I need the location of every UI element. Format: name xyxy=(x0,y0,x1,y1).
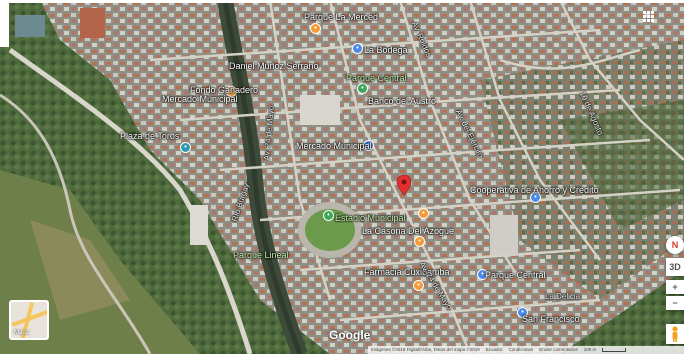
google-logo: Google xyxy=(329,328,371,342)
poi-food-icon[interactable]: • xyxy=(418,208,429,219)
white-corner-artifact xyxy=(0,0,9,47)
poi-food-icon[interactable]: • xyxy=(226,86,237,97)
map-label[interactable]: La Bodega xyxy=(364,45,408,55)
map-label[interactable]: Mercado Municipal xyxy=(162,94,238,104)
scale-bar xyxy=(602,348,627,352)
urban-area-east xyxy=(480,40,684,300)
map-label[interactable]: Parque Lineal xyxy=(233,250,289,260)
terms-link[interactable]: Condiciones xyxy=(508,347,534,352)
attribution-bar: Imágenes ©2019 DigitalGlobe, Datos del m… xyxy=(368,346,684,354)
map-label[interactable]: Estadio Municipal xyxy=(335,213,406,223)
map-label[interactable]: Fondo Ganadero xyxy=(190,85,259,95)
compass-button[interactable]: N xyxy=(666,236,684,254)
secondary-road xyxy=(0,93,152,354)
street-view-button[interactable] xyxy=(666,324,684,344)
poi-shop-icon[interactable]: • xyxy=(517,307,528,318)
building-block xyxy=(300,95,340,125)
scale-label: 100 m xyxy=(583,347,597,352)
map-label[interactable]: Plaza de Toros xyxy=(120,131,180,141)
map-label[interactable]: Farmacia Cuxibamba xyxy=(364,267,450,277)
imagery-credit: Imágenes ©2019 DigitalGlobe, Datos del m… xyxy=(371,347,480,352)
poi-food-icon[interactable]: • xyxy=(310,23,321,34)
feedback-link[interactable]: Enviar comentarios xyxy=(539,347,578,352)
poi-park-icon[interactable]: • xyxy=(357,83,368,94)
poi-shop-icon[interactable]: • xyxy=(352,43,363,54)
apps-grid-icon[interactable] xyxy=(641,9,655,23)
region-link[interactable]: Ecuador xyxy=(485,347,503,352)
compass-icon: N xyxy=(671,240,679,250)
map-layer-button[interactable]: Mapa xyxy=(9,300,49,340)
map-label[interactable]: Mercado Municipal xyxy=(296,141,372,151)
building-roof-red xyxy=(80,8,105,38)
building-roof-teal xyxy=(15,15,45,37)
poi-shop-icon[interactable]: • xyxy=(363,140,374,151)
map-label[interactable]: Parque Central xyxy=(346,73,407,83)
plus-icon: + xyxy=(672,282,678,292)
stadium-field xyxy=(305,209,355,251)
map-label[interactable]: La Casona Del Azogue xyxy=(362,226,455,236)
fields-west-2 xyxy=(30,220,130,320)
zoom-in-button[interactable]: + xyxy=(666,280,684,294)
map-label[interactable]: Daniel Muñoz Serrano xyxy=(229,61,319,71)
highway-road xyxy=(8,47,253,354)
poi-food-icon[interactable]: • xyxy=(414,236,425,247)
poi-bank-icon[interactable]: • xyxy=(180,142,191,153)
layer-label: Mapa xyxy=(14,330,30,336)
poi-food-icon[interactable]: • xyxy=(413,280,424,291)
pegman-icon xyxy=(672,326,678,342)
building-block-2 xyxy=(190,205,208,245)
poi-shop-icon[interactable]: • xyxy=(477,269,488,280)
tilt-3d-button[interactable]: 3D xyxy=(666,258,684,276)
church-building xyxy=(490,215,518,255)
top-border xyxy=(0,0,684,3)
poi-stadium-icon[interactable]: • xyxy=(323,210,334,221)
zoom-out-button[interactable]: − xyxy=(666,296,684,310)
map-label[interactable]: Banco del Austro xyxy=(368,96,437,106)
minus-icon: − xyxy=(672,298,678,308)
map-label[interactable]: San Francisco xyxy=(522,314,580,324)
map-label[interactable]: Cooperativa de Ahorro y Crédito xyxy=(470,185,599,195)
street-label: La Delicia xyxy=(545,292,581,301)
location-pin-icon xyxy=(396,174,412,196)
map-label[interactable]: Parque Central xyxy=(485,270,546,280)
poi-bank-icon[interactable]: • xyxy=(530,192,541,203)
map-label[interactable]: Parque La Merced xyxy=(304,12,379,22)
